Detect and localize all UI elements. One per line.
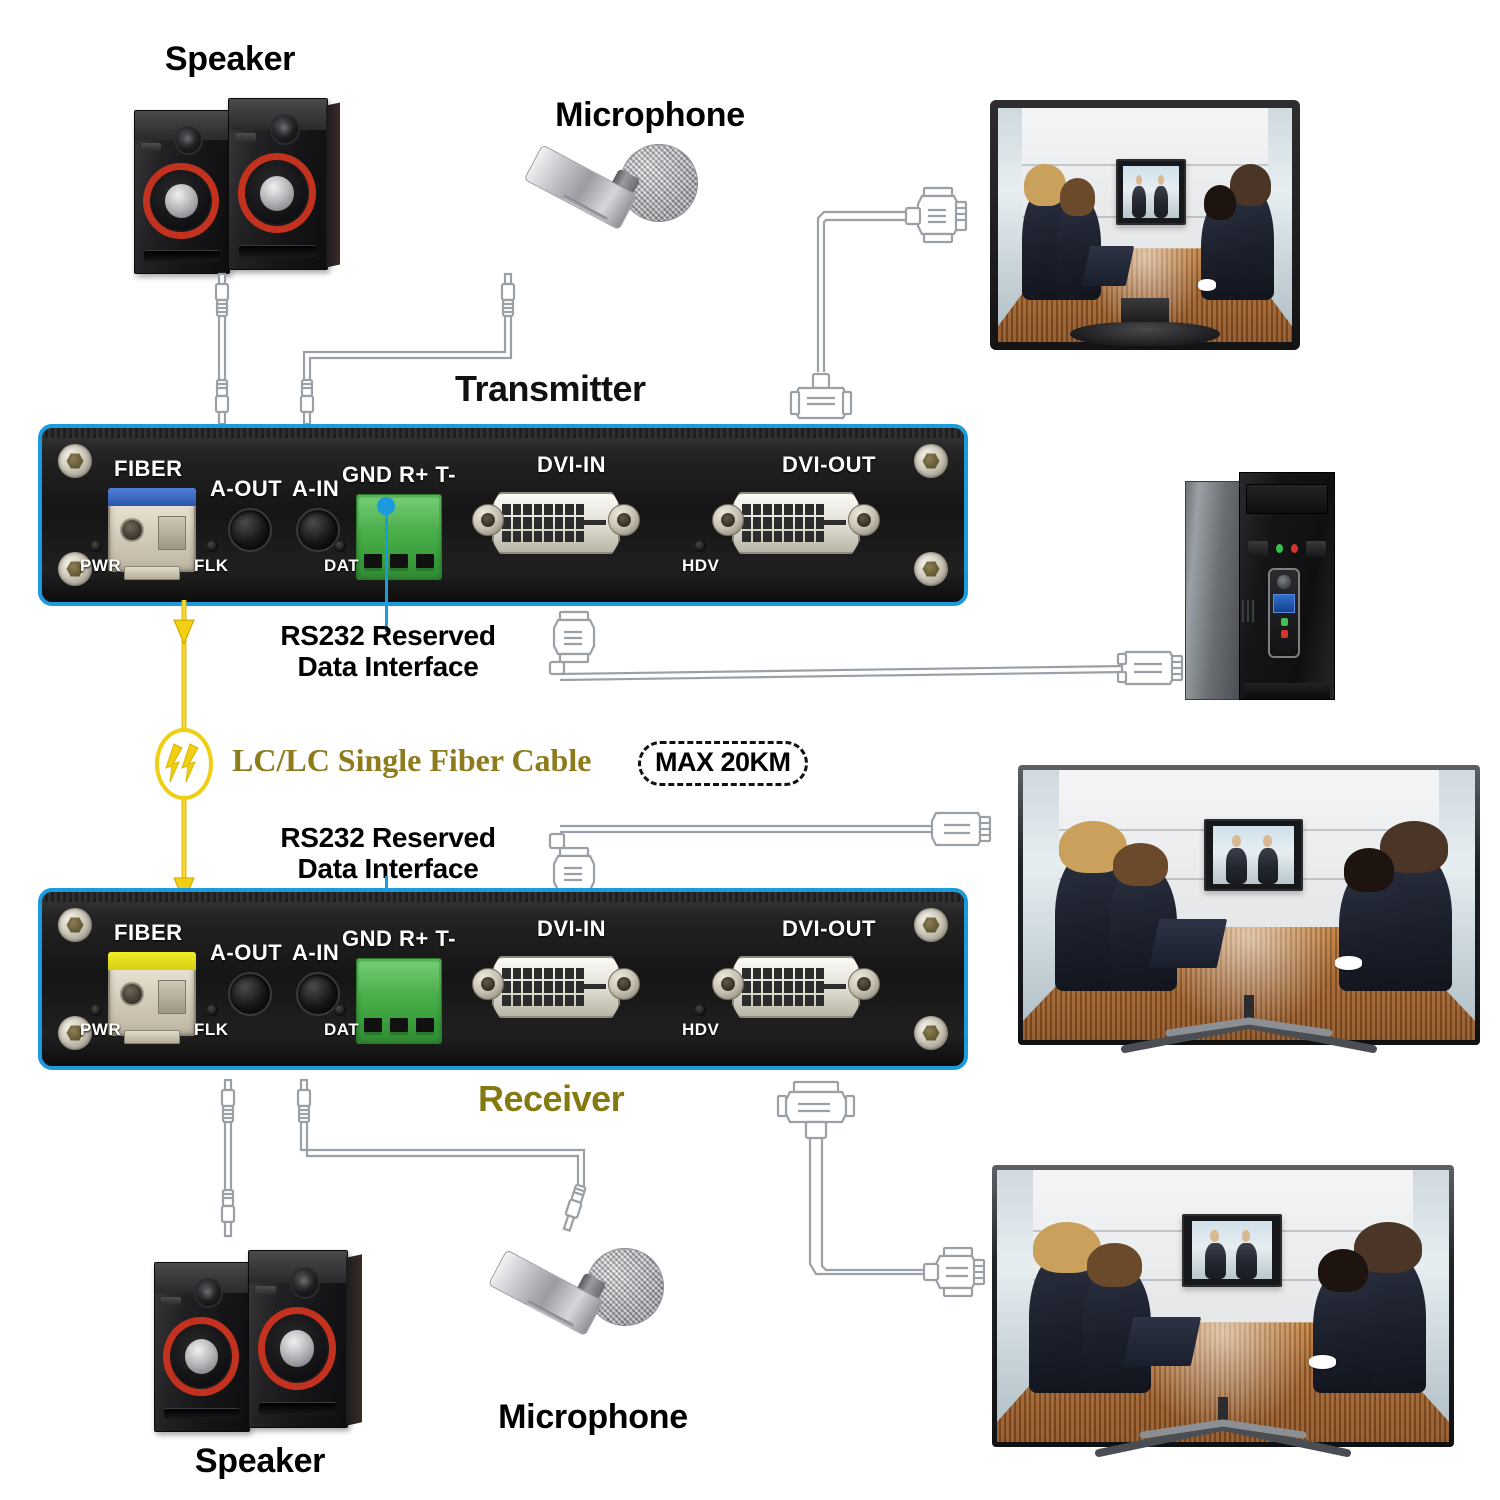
a-in-jack[interactable]: [296, 508, 340, 552]
led-hdv: [694, 540, 706, 552]
a-out-jack[interactable]: [228, 508, 272, 552]
port-label-dvi-in: DVI-IN: [537, 916, 606, 941]
speaker-pair-bottom: [148, 1238, 368, 1438]
max-distance-badge: MAX 20KM: [638, 741, 808, 786]
port-label-a-out: A-OUT: [210, 476, 283, 501]
port-label-fiber: FIBER: [114, 456, 183, 481]
tv-stand-middle: [1121, 995, 1377, 1053]
port-label-terminal: GND R+ T-: [342, 926, 456, 951]
led-label-pwr: PWR: [80, 556, 122, 575]
port-label-dvi-in: DVI-IN: [537, 452, 606, 477]
microphone-top: [523, 142, 704, 266]
screw-top-left: [58, 908, 92, 942]
led-label-hdv: HDV: [682, 556, 720, 575]
fiber-sfp-port[interactable]: [108, 488, 196, 580]
tv-stand-bottom: [1095, 1397, 1351, 1457]
video-conference-tv-bottom: [992, 1165, 1454, 1457]
port-label-terminal: GND R+ T-: [342, 462, 456, 487]
rs232-label-top: RS232 Reserved Data Interface: [280, 620, 496, 683]
rs232-terminal-block[interactable]: [356, 958, 442, 1044]
transmitter-title: Transmitter: [455, 368, 646, 409]
speaker-right-bottom: [248, 1250, 348, 1428]
a-in-jack[interactable]: [296, 972, 340, 1016]
screw-top-right: [914, 444, 948, 478]
receiver-device: FIBER PWR FLK A-OUT A-IN GND R+ T- DAT D…: [38, 888, 968, 1070]
microphone-bottom: [487, 1248, 670, 1378]
port-label-fiber: FIBER: [114, 920, 183, 945]
receiver-title: Receiver: [478, 1078, 625, 1119]
led-dat: [334, 1004, 346, 1016]
rs232-label-bottom: RS232 Reserved Data Interface: [280, 822, 496, 885]
microphone-label-bottom: Microphone: [498, 1398, 688, 1436]
screw-bottom-left: [58, 1016, 92, 1050]
dvi-cable-receiver-to-tv-middle: [548, 811, 992, 900]
led-hdv: [694, 1004, 706, 1016]
speaker-pair-top: [128, 86, 340, 276]
port-label-dvi-out: DVI-OUT: [782, 916, 876, 941]
led-pwr: [90, 540, 102, 552]
rs232-pointer-line-top: [385, 506, 388, 632]
video-conference-tv-middle: [1018, 765, 1480, 1053]
led-label-pwr: PWR: [80, 1020, 122, 1039]
speaker-left-top: [134, 110, 230, 274]
dvi-in-port[interactable]: [472, 956, 640, 1018]
led-label-dat: DAT: [324, 1020, 360, 1039]
port-label-dvi-out: DVI-OUT: [782, 452, 876, 477]
led-label-dat: DAT: [324, 556, 360, 575]
speaker-left-bottom: [154, 1262, 250, 1432]
led-label-hdv: HDV: [682, 1020, 720, 1039]
screw-bottom-right: [914, 1016, 948, 1050]
screw-bottom-right: [914, 552, 948, 586]
speaker-label-top: Speaker: [164, 40, 296, 78]
dvi-out-port[interactable]: [712, 956, 880, 1018]
dvi-out-port[interactable]: [712, 492, 880, 554]
dvi-cable-transmitter-to-monitor: [789, 186, 968, 420]
fiber-optic-icon: [155, 728, 213, 800]
port-label-a-in: A-IN: [292, 476, 340, 501]
rs232-terminal-block[interactable]: [356, 494, 442, 580]
dvi-in-port[interactable]: [472, 492, 640, 554]
led-label-flk: FLK: [194, 1020, 229, 1039]
pc-tower: [1185, 472, 1335, 700]
tv-bottom-screen: [997, 1170, 1449, 1442]
led-label-flk: FLK: [194, 556, 229, 575]
speaker-audio-cable-top: [214, 272, 230, 426]
microphone-label-top: Microphone: [555, 96, 745, 134]
lightning-bolt-icon: [165, 743, 199, 783]
screw-top-left: [58, 444, 92, 478]
led-flk: [206, 1004, 218, 1016]
port-label-a-in: A-IN: [292, 940, 340, 965]
screw-top-right: [914, 908, 948, 942]
microphone-audio-cable-top: [299, 272, 516, 426]
monitor-screen: [998, 108, 1292, 342]
fiber-cable-label: LC/LC Single Fiber Cable: [232, 742, 592, 778]
transmitter-device: FIBER PWR FLK A-OUT A-IN GND R+ T- DAT D…: [38, 424, 968, 606]
led-dat: [334, 540, 346, 552]
speaker-audio-cable-bottom: [220, 1078, 236, 1238]
led-pwr: [90, 1004, 102, 1016]
speaker-label-bottom: Speaker: [194, 1442, 326, 1480]
fiber-sfp-port[interactable]: [108, 952, 196, 1044]
led-flk: [206, 540, 218, 552]
dvi-cable-receiver-to-tv-bottom: [776, 1080, 986, 1298]
video-conference-monitor: [990, 100, 1300, 350]
speaker-right-top: [228, 98, 328, 270]
dvi-cable-transmitter-to-pc: [548, 610, 1184, 686]
microphone-audio-cable-bottom: [296, 1078, 587, 1233]
a-out-jack[interactable]: [228, 972, 272, 1016]
port-label-a-out: A-OUT: [210, 940, 283, 965]
screw-bottom-left: [58, 552, 92, 586]
